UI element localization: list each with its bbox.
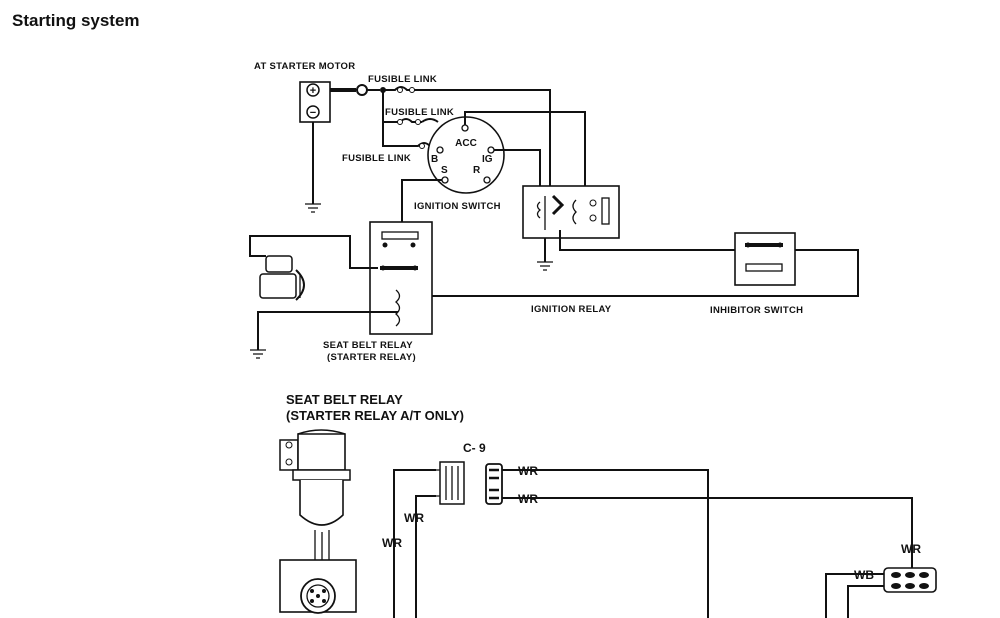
wire-wr-label-1: WR: [518, 464, 538, 478]
page-title: Starting system: [12, 11, 140, 30]
inhibitor-switch-label: INHIBITOR SWITCH: [710, 305, 803, 316]
seat-belt-relay-ground-icon: [250, 349, 266, 359]
ignition-relay-ground-icon: [537, 261, 553, 271]
ignition-relay-label: IGNITION RELAY: [531, 304, 612, 315]
switch-r-label: R: [473, 165, 481, 176]
lower-heading-line1: SEAT BELT RELAY: [286, 392, 403, 407]
starter-relay-label: (STARTER RELAY): [327, 352, 416, 363]
battery-plus: +: [310, 85, 316, 97]
ignition-switch-label: IGNITION SWITCH: [414, 201, 501, 212]
connector-c9-male: [485, 463, 503, 505]
wire-wr-label-2: WR: [518, 492, 538, 506]
connector-wb: [883, 567, 937, 593]
seat-belt-relay-label: SEAT BELT RELAY: [323, 340, 413, 351]
seat-belt-starter-relay: [369, 221, 433, 335]
starter-motor-icon: [259, 255, 305, 301]
connector-c9-female: [436, 461, 465, 505]
battery-ground-icon: [305, 203, 321, 213]
seat-belt-relay-unit-icon: [279, 429, 357, 614]
switch-acc-label: ACC: [455, 138, 477, 149]
battery-minus: −: [310, 107, 316, 119]
battery: + −: [299, 81, 331, 123]
fusible-link-label-3: FUSIBLE LINK: [342, 153, 411, 164]
at-starter-motor-label: AT STARTER MOTOR: [254, 61, 355, 72]
fusible-link-label-2: FUSIBLE LINK: [385, 107, 454, 118]
ignition-switch: ACC B IG S R: [427, 116, 505, 194]
ignition-relay: [522, 185, 620, 239]
inhibitor-switch: [734, 232, 796, 286]
switch-b-label: B: [431, 154, 438, 165]
switch-ig-label: IG: [482, 154, 493, 165]
fusible-link-label-1: FUSIBLE LINK: [368, 74, 437, 85]
lower-heading-line2: (STARTER RELAY A/T ONLY): [286, 408, 464, 423]
wire-wr-label-4: WR: [382, 536, 402, 550]
wire-wb-label: WB: [854, 568, 874, 582]
wire-wr-label-5: WR: [901, 542, 921, 556]
wire-wr-label-3: WR: [404, 511, 424, 525]
connector-label: C- 9: [463, 441, 486, 455]
switch-s-label: S: [441, 165, 448, 176]
